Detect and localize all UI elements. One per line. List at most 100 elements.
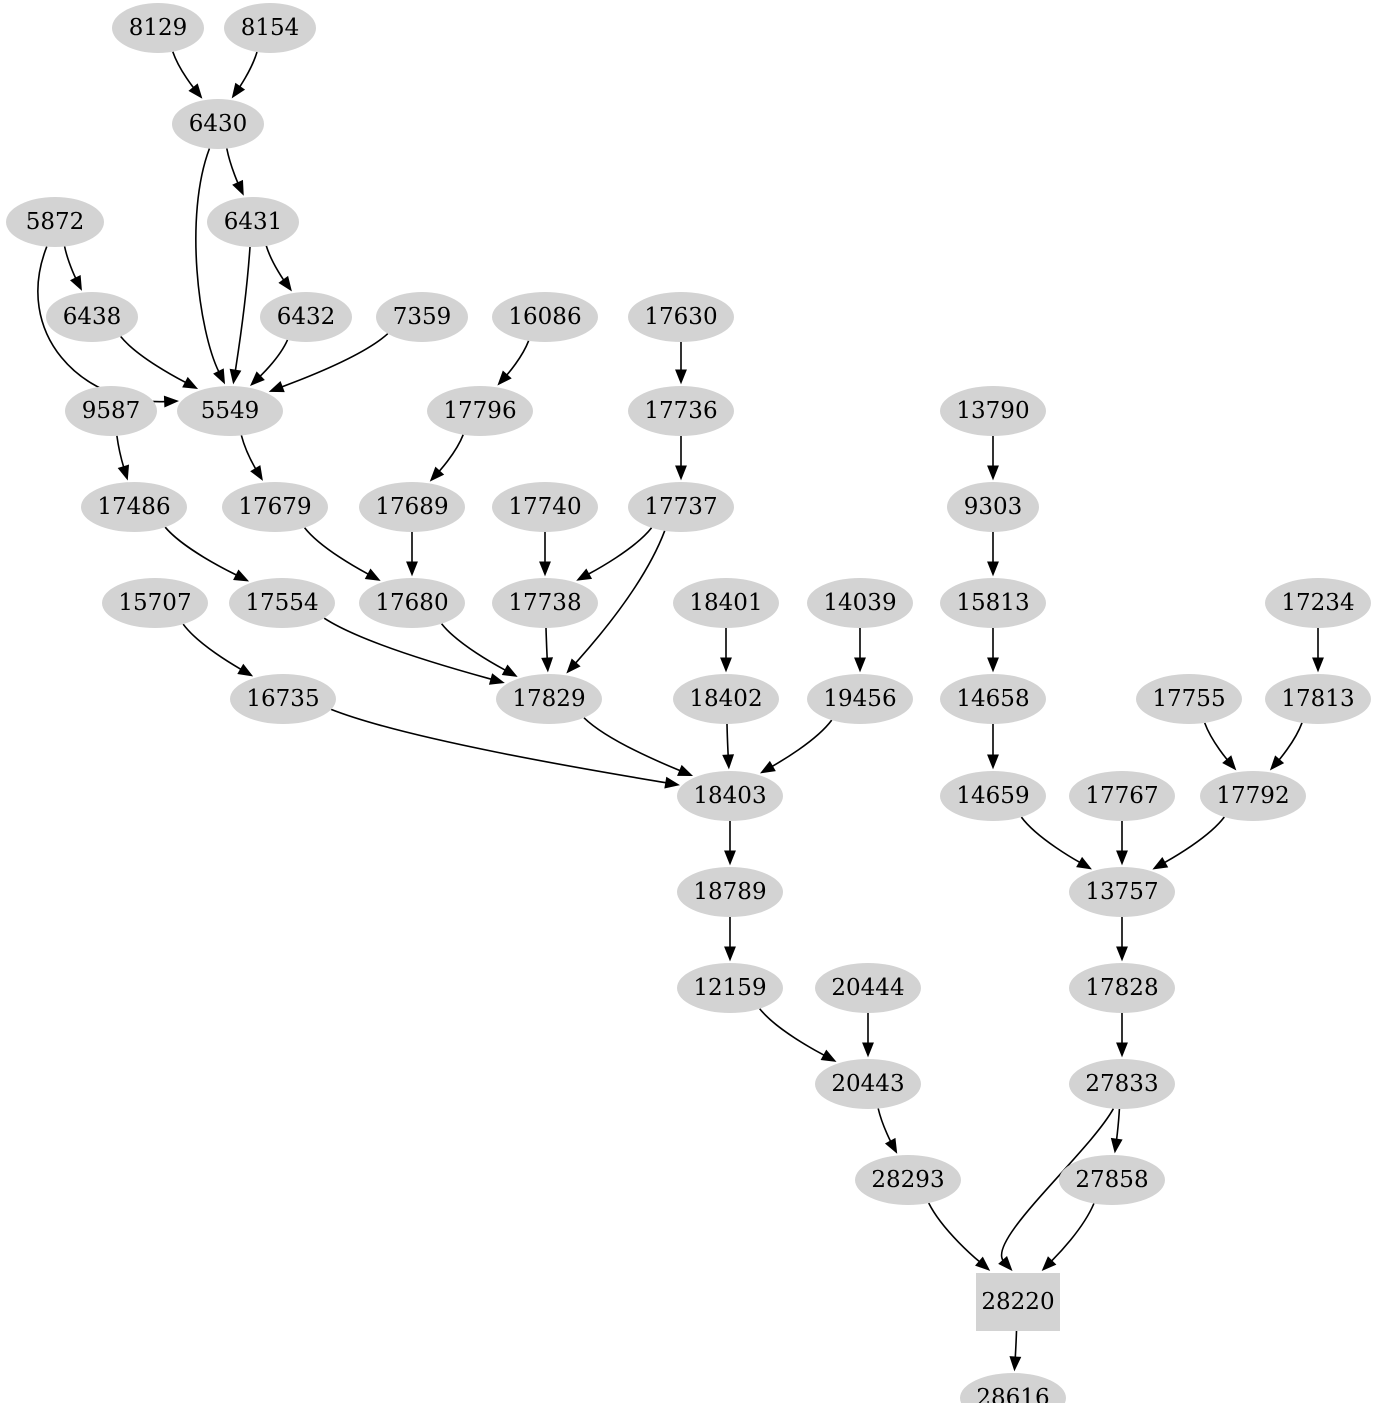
node-ellipse-shape-17828[interactable] bbox=[1069, 963, 1175, 1013]
node-ellipse-shape-17737[interactable] bbox=[628, 482, 734, 532]
graph-node-17234[interactable]: 17234 bbox=[1265, 578, 1371, 628]
graph-node-15813[interactable]: 15813 bbox=[940, 578, 1046, 628]
graph-node-5872[interactable]: 5872 bbox=[6, 197, 104, 247]
graph-node-17680[interactable]: 17680 bbox=[359, 578, 465, 628]
node-ellipse-shape-14659[interactable] bbox=[940, 771, 1046, 821]
node-ellipse-shape-27833[interactable] bbox=[1069, 1059, 1175, 1109]
graph-node-13790[interactable]: 13790 bbox=[940, 386, 1046, 436]
node-ellipse-shape-17486[interactable] bbox=[81, 482, 187, 532]
graph-node-17736[interactable]: 17736 bbox=[628, 386, 734, 436]
graph-node-14659[interactable]: 14659 bbox=[940, 771, 1046, 821]
graph-node-8129[interactable]: 8129 bbox=[112, 3, 204, 53]
graph-node-27858[interactable]: 27858 bbox=[1059, 1155, 1165, 1205]
graph-node-14039[interactable]: 14039 bbox=[807, 578, 913, 628]
graph-node-19456[interactable]: 19456 bbox=[807, 674, 913, 724]
node-ellipse-shape-13790[interactable] bbox=[940, 386, 1046, 436]
graph-node-17554[interactable]: 17554 bbox=[229, 578, 335, 628]
node-ellipse-shape-17755[interactable] bbox=[1136, 674, 1242, 724]
node-ellipse-shape-17738[interactable] bbox=[492, 578, 598, 628]
graph-node-5549[interactable]: 5549 bbox=[177, 386, 283, 436]
graph-node-18401[interactable]: 18401 bbox=[673, 578, 779, 628]
node-ellipse-shape-6430[interactable] bbox=[172, 99, 264, 149]
graph-node-28220[interactable]: 28220 bbox=[976, 1273, 1060, 1331]
node-ellipse-shape-7359[interactable] bbox=[376, 292, 468, 342]
node-ellipse-shape-19456[interactable] bbox=[807, 674, 913, 724]
node-ellipse-shape-17767[interactable] bbox=[1069, 771, 1175, 821]
node-ellipse-shape-14658[interactable] bbox=[940, 674, 1046, 724]
graph-node-17630[interactable]: 17630 bbox=[628, 292, 734, 342]
graph-node-17740[interactable]: 17740 bbox=[492, 482, 598, 532]
node-ellipse-shape-6432[interactable] bbox=[260, 292, 352, 342]
node-ellipse-shape-17554[interactable] bbox=[229, 578, 335, 628]
node-ellipse-shape-9303[interactable] bbox=[947, 482, 1039, 532]
node-ellipse-shape-27858[interactable] bbox=[1059, 1155, 1165, 1205]
node-ellipse-shape-5872[interactable] bbox=[6, 197, 104, 247]
node-ellipse-shape-15813[interactable] bbox=[940, 578, 1046, 628]
node-ellipse-shape-17630[interactable] bbox=[628, 292, 734, 342]
node-ellipse-shape-16735[interactable] bbox=[230, 674, 336, 724]
graph-node-17767[interactable]: 17767 bbox=[1069, 771, 1175, 821]
graph-node-20443[interactable]: 20443 bbox=[815, 1059, 921, 1109]
graph-node-20444[interactable]: 20444 bbox=[815, 963, 921, 1013]
node-ellipse-shape-20443[interactable] bbox=[815, 1059, 921, 1109]
node-ellipse-shape-17234[interactable] bbox=[1265, 578, 1371, 628]
graph-node-14658[interactable]: 14658 bbox=[940, 674, 1046, 724]
graph-node-17828[interactable]: 17828 bbox=[1069, 963, 1175, 1013]
node-ellipse-shape-28616[interactable] bbox=[960, 1373, 1066, 1403]
graph-node-17813[interactable]: 17813 bbox=[1265, 674, 1371, 724]
node-ellipse-shape-17736[interactable] bbox=[628, 386, 734, 436]
graph-node-9587[interactable]: 9587 bbox=[65, 386, 157, 436]
graph-node-17829[interactable]: 17829 bbox=[496, 674, 602, 724]
graph-node-6430[interactable]: 6430 bbox=[172, 99, 264, 149]
node-ellipse-shape-17689[interactable] bbox=[359, 482, 465, 532]
node-ellipse-shape-12159[interactable] bbox=[677, 963, 783, 1013]
node-ellipse-shape-6438[interactable] bbox=[46, 292, 138, 342]
graph-node-17737[interactable]: 17737 bbox=[628, 482, 734, 532]
node-ellipse-shape-17796[interactable] bbox=[427, 386, 533, 436]
node-ellipse-shape-8154[interactable] bbox=[224, 3, 316, 53]
graph-node-9303[interactable]: 9303 bbox=[947, 482, 1039, 532]
node-ellipse-shape-8129[interactable] bbox=[112, 3, 204, 53]
graph-node-28293[interactable]: 28293 bbox=[855, 1155, 961, 1205]
graph-node-6438[interactable]: 6438 bbox=[46, 292, 138, 342]
graph-node-18789[interactable]: 18789 bbox=[677, 867, 783, 917]
graph-node-28616[interactable]: 28616 bbox=[960, 1373, 1066, 1403]
node-ellipse-shape-18402[interactable] bbox=[673, 674, 779, 724]
node-ellipse-shape-17829[interactable] bbox=[496, 674, 602, 724]
node-box-shape-28220[interactable] bbox=[976, 1273, 1060, 1331]
graph-node-17486[interactable]: 17486 bbox=[81, 482, 187, 532]
graph-node-17755[interactable]: 17755 bbox=[1136, 674, 1242, 724]
node-ellipse-shape-5549[interactable] bbox=[177, 386, 283, 436]
graph-node-18403[interactable]: 18403 bbox=[677, 771, 783, 821]
node-ellipse-shape-14039[interactable] bbox=[807, 578, 913, 628]
node-ellipse-shape-15707[interactable] bbox=[102, 578, 208, 628]
node-ellipse-shape-17679[interactable] bbox=[222, 482, 328, 532]
graph-node-6431[interactable]: 6431 bbox=[207, 197, 299, 247]
graph-node-27833[interactable]: 27833 bbox=[1069, 1059, 1175, 1109]
node-ellipse-shape-6431[interactable] bbox=[207, 197, 299, 247]
graph-node-16735[interactable]: 16735 bbox=[230, 674, 336, 724]
graph-node-13757[interactable]: 13757 bbox=[1069, 867, 1175, 917]
node-ellipse-shape-17792[interactable] bbox=[1200, 771, 1306, 821]
graph-node-18402[interactable]: 18402 bbox=[673, 674, 779, 724]
graph-node-17689[interactable]: 17689 bbox=[359, 482, 465, 532]
graph-node-12159[interactable]: 12159 bbox=[677, 963, 783, 1013]
graph-node-17796[interactable]: 17796 bbox=[427, 386, 533, 436]
node-ellipse-shape-13757[interactable] bbox=[1069, 867, 1175, 917]
node-ellipse-shape-18401[interactable] bbox=[673, 578, 779, 628]
node-ellipse-shape-28293[interactable] bbox=[855, 1155, 961, 1205]
graph-node-17679[interactable]: 17679 bbox=[222, 482, 328, 532]
node-ellipse-shape-16086[interactable] bbox=[492, 292, 598, 342]
graph-node-8154[interactable]: 8154 bbox=[224, 3, 316, 53]
node-ellipse-shape-20444[interactable] bbox=[815, 963, 921, 1013]
node-ellipse-shape-9587[interactable] bbox=[65, 386, 157, 436]
graph-node-17738[interactable]: 17738 bbox=[492, 578, 598, 628]
graph-node-17792[interactable]: 17792 bbox=[1200, 771, 1306, 821]
node-ellipse-shape-17813[interactable] bbox=[1265, 674, 1371, 724]
graph-node-16086[interactable]: 16086 bbox=[492, 292, 598, 342]
node-ellipse-shape-18403[interactable] bbox=[677, 771, 783, 821]
node-ellipse-shape-17740[interactable] bbox=[492, 482, 598, 532]
node-ellipse-shape-17680[interactable] bbox=[359, 578, 465, 628]
graph-node-7359[interactable]: 7359 bbox=[376, 292, 468, 342]
